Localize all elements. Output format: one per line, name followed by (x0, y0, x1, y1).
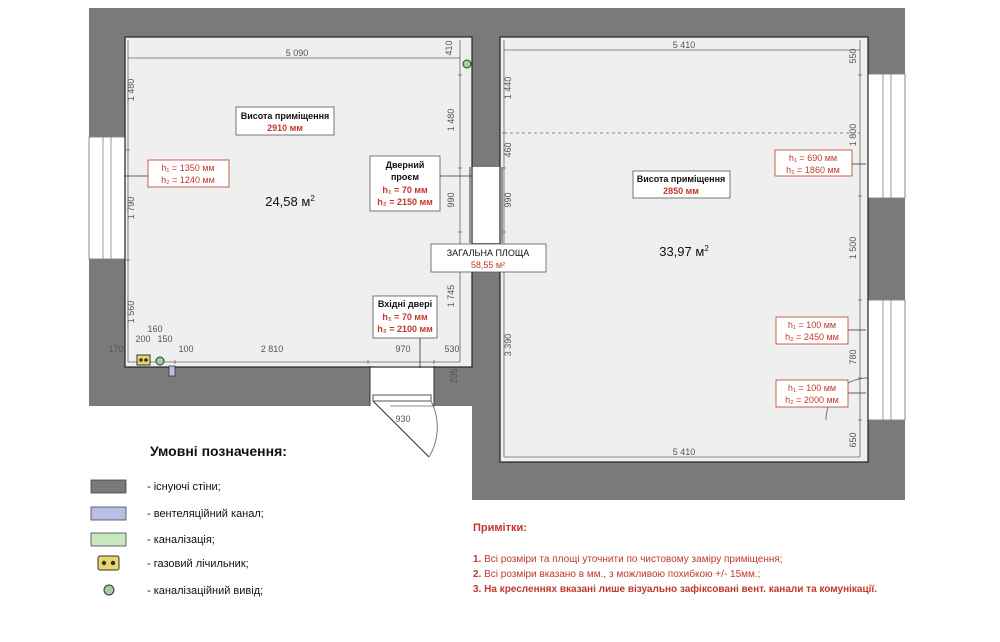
right-height-value: 2850 мм (663, 186, 699, 196)
vent-channel-icon (168, 365, 176, 377)
right-height-box (632, 170, 731, 199)
door1-h1: h₁ = 100 мм (788, 320, 836, 330)
right-window-h2: h₂ = 1860 мм (786, 165, 840, 175)
door2-box (775, 379, 849, 408)
legend-gas: - газовий лічильник; (147, 558, 249, 570)
legend-vent: - вентеляційний канал; (147, 508, 264, 520)
right-window (867, 73, 906, 199)
dimension-ticks (126, 74, 862, 421)
right-window-box (774, 149, 853, 177)
right-room-labels: Висота приміщення 2850 мм 33,97 м2 h₁ = … (632, 149, 853, 408)
legend-swatch-sewer (90, 532, 127, 547)
dim-205: 205 (449, 368, 459, 383)
left-room-area: 24,58 м2 (265, 194, 315, 209)
left-window (88, 136, 126, 260)
dim-200: 200 (135, 334, 150, 344)
sewer-outlet-icon-2 (462, 59, 472, 69)
note-2: 2. Всі розміри вказано в мм., з можливою… (473, 568, 760, 580)
notes: Примітки: 1. Всі розміри та площі уточни… (473, 522, 877, 595)
doorway-h2: h₂ = 2150 мм (377, 197, 433, 207)
dim-990b: 990 (503, 192, 513, 207)
doorway-box (369, 155, 441, 212)
left-height-box (235, 106, 335, 136)
entrance-h1: h₁ = 70 мм (382, 312, 428, 322)
dim-1480a: 1 480 (126, 79, 136, 102)
doorway-h1: h₁ = 70 мм (382, 185, 428, 195)
total-area: ЗАГАЛЬНА ПЛОЩА 58,55 м² (430, 243, 547, 273)
dim-550: 550 (848, 48, 858, 63)
sewer-outlet-legend-icon (103, 584, 115, 596)
dim-530: 530 (444, 344, 459, 354)
walls (88, 8, 906, 500)
entrance-h2: h₂ = 2100 мм (377, 324, 433, 334)
total-area-box (430, 243, 547, 273)
door1-box (775, 316, 849, 345)
total-area-value: 58,55 м² (471, 260, 505, 270)
doorway-opening (470, 167, 502, 243)
total-area-label: ЗАГАЛЬНА ПЛОЩА (447, 248, 530, 258)
gas-meter-icon (136, 354, 151, 366)
right-room-area: 33,97 м2 (659, 244, 709, 259)
dimension-labels: 5 090 410 1 480 1 480 1 790 1 560 990 1 … (108, 40, 858, 457)
dim-780: 780 (848, 349, 858, 364)
notes-title: Примітки: (473, 522, 527, 534)
entrance-box (372, 295, 438, 339)
legend-swatch-walls (90, 479, 127, 494)
note-3: 3. На кресленнях вказані лише візуально … (473, 583, 877, 595)
door1-h2: h₂ = 2450 мм (785, 332, 839, 342)
legend: Умовні позначення: - існуючі стіни; - ве… (90, 443, 287, 597)
legend-sewer: - каналізація; (147, 534, 215, 546)
dim-970: 970 (395, 344, 410, 354)
legend-walls: - існуючі стіни; (147, 481, 221, 493)
gas-meter-legend-icon (97, 555, 120, 571)
dim-5090: 5 090 (286, 48, 309, 58)
dim-5410a: 5 410 (673, 40, 696, 50)
balcony-door (867, 299, 906, 421)
legend-title: Умовні позначення: (150, 443, 287, 459)
entrance-threshold (372, 394, 432, 402)
left-height-value: 2910 мм (267, 123, 303, 133)
dim-1500: 1 500 (848, 237, 858, 260)
left-window-box (147, 159, 230, 188)
door2-h1: h₁ = 100 мм (788, 383, 836, 393)
dim-5410b: 5 410 (673, 447, 696, 457)
utilities (136, 59, 472, 377)
dim-930: 930 (395, 414, 410, 424)
dim-1440: 1 440 (503, 77, 513, 100)
door2-h2: h₂ = 2000 мм (785, 395, 839, 405)
dim-1790: 1 790 (126, 197, 136, 220)
dim-1800: 1 800 (848, 124, 858, 147)
sewer-outlet-icon (155, 356, 165, 366)
entrance-door-leaf (372, 400, 430, 458)
dim-650: 650 (848, 432, 858, 447)
dim-170: 170 (108, 344, 123, 354)
doorway-label-1: Дверний (386, 160, 425, 170)
dim-460: 460 (503, 142, 513, 157)
left-room-labels: Висота приміщення 2910 мм h₁ = 1350 мм h… (147, 106, 441, 339)
dim-100: 100 (178, 344, 193, 354)
right-window-h1: h₁ = 690 мм (789, 153, 837, 163)
dim-160: 160 (147, 324, 162, 334)
dim-3390: 3 390 (503, 334, 513, 357)
left-height-label: Висота приміщення (241, 111, 330, 121)
dim-150: 150 (157, 334, 172, 344)
dim-1480b: 1 480 (446, 109, 456, 132)
left-window-h1: h₁ = 1350 мм (161, 163, 214, 173)
dimension-lines (127, 40, 861, 458)
entrance-label: Вхідні двері (378, 299, 432, 309)
right-height-label: Висота приміщення (637, 174, 726, 184)
dim-410: 410 (444, 40, 454, 55)
dim-990a: 990 (446, 192, 456, 207)
dim-1745: 1 745 (446, 285, 456, 308)
dim-1560: 1 560 (126, 301, 136, 324)
dim-2810: 2 810 (261, 344, 284, 354)
legend-swatch-vent (90, 506, 127, 521)
legend-outlet: - каналізаційний вивід; (147, 585, 263, 597)
left-window-h2: h₂ = 1240 мм (161, 175, 215, 185)
note-1: 1. Всі розміри та площі уточнити по чист… (473, 554, 783, 565)
doorway-label-2: проєм (391, 172, 419, 182)
